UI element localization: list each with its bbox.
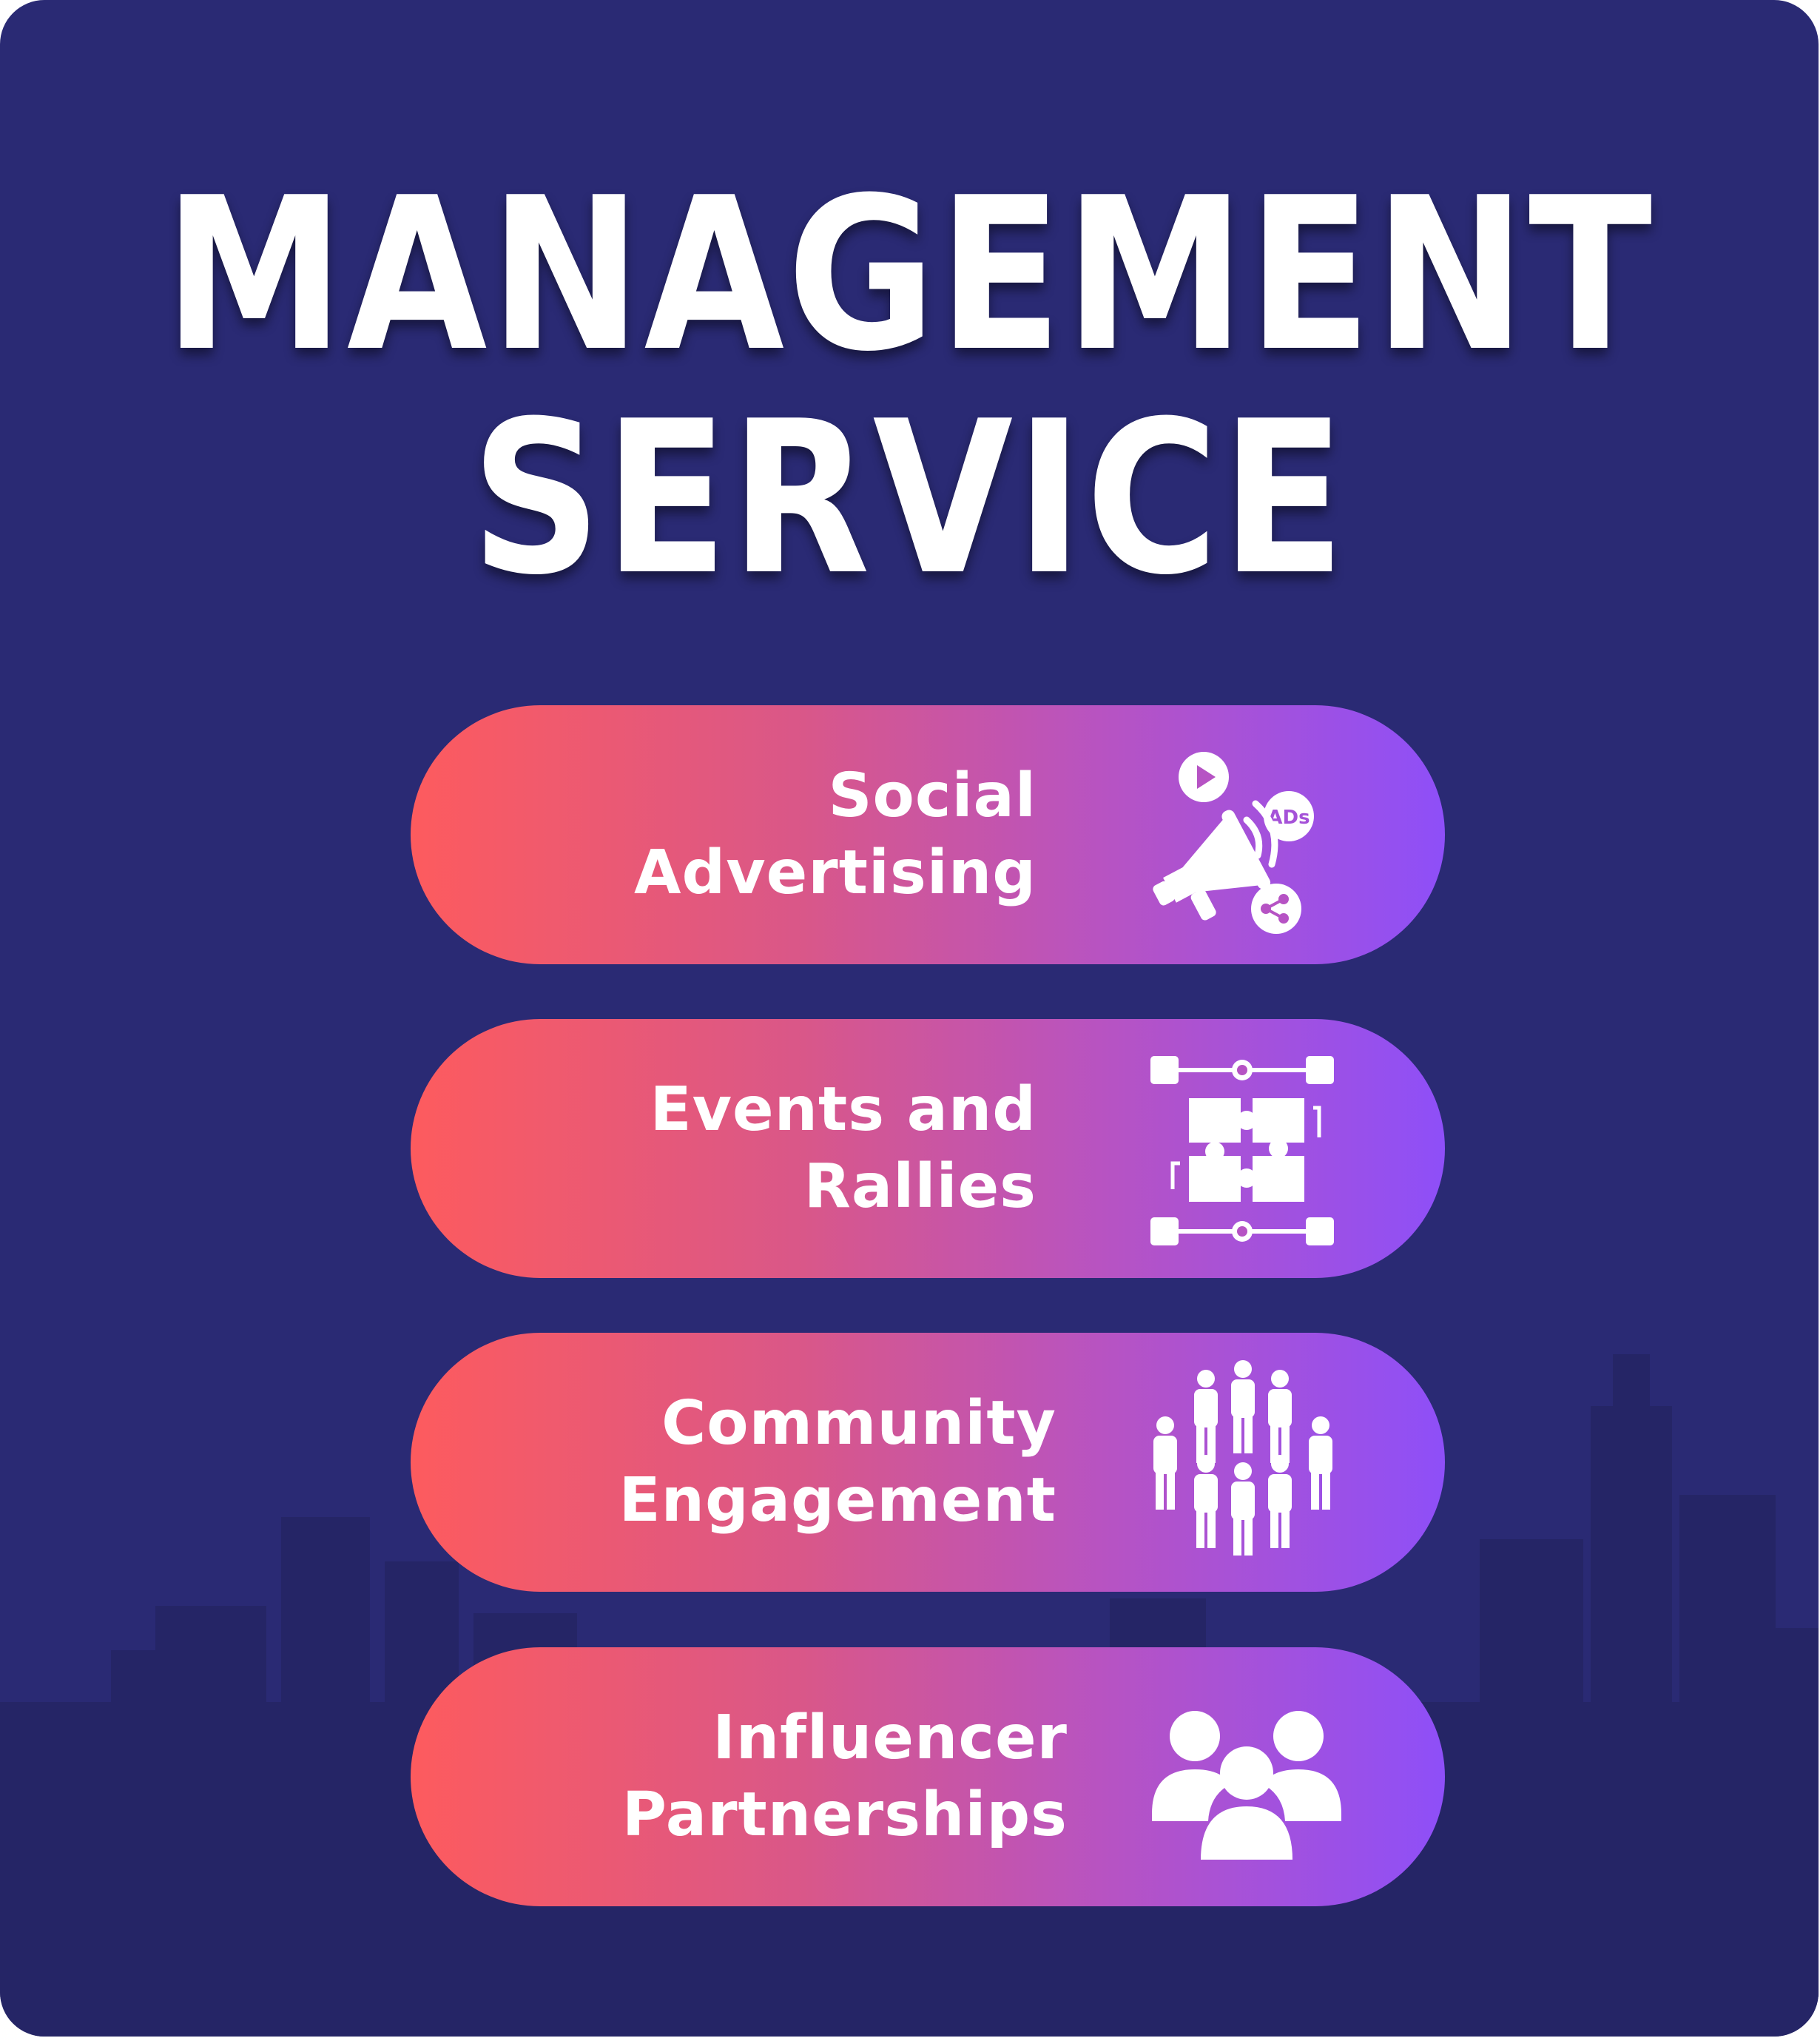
service-label-line-1: Influencer bbox=[712, 1703, 1068, 1773]
page-title-line-1: MANAGEMENT bbox=[164, 152, 1655, 398]
service-label-line-1: Social bbox=[828, 761, 1037, 831]
service-pill-influencer-partnerships: Influencer Partnerships bbox=[411, 1647, 1445, 1906]
service-pill-events-and-rallies: Events and Rallies bbox=[411, 1019, 1445, 1278]
service-label-line-2: Partnerships bbox=[621, 1780, 1068, 1850]
page-title-line-2: SERVICE bbox=[471, 376, 1348, 622]
service-label-line-2: Advertising bbox=[634, 838, 1037, 908]
service-label-line-1: Community bbox=[661, 1388, 1056, 1459]
service-label-line-2: Engagement bbox=[619, 1465, 1056, 1536]
ads-badge-text: ADs bbox=[1267, 807, 1310, 829]
crowd-icon bbox=[1153, 1360, 1332, 1556]
service-label: Social Advertising bbox=[634, 705, 1037, 964]
service-label: Community Engagement bbox=[619, 1333, 1056, 1592]
service-label: Influencer Partnerships bbox=[622, 1647, 1068, 1906]
service-pill-social-advertising: Social Advertising ADs bbox=[411, 705, 1445, 964]
service-label-line-1: Events and bbox=[650, 1075, 1037, 1145]
group-users-icon bbox=[1152, 1711, 1341, 1860]
service-label: Events and Rallies bbox=[650, 1019, 1037, 1278]
megaphone-ads-icon: ADs bbox=[1153, 752, 1314, 934]
service-label-line-2: Rallies bbox=[803, 1151, 1037, 1222]
service-pill-community-engagement: Community Engagement bbox=[411, 1333, 1445, 1592]
puzzle-network-icon bbox=[1150, 1056, 1334, 1245]
